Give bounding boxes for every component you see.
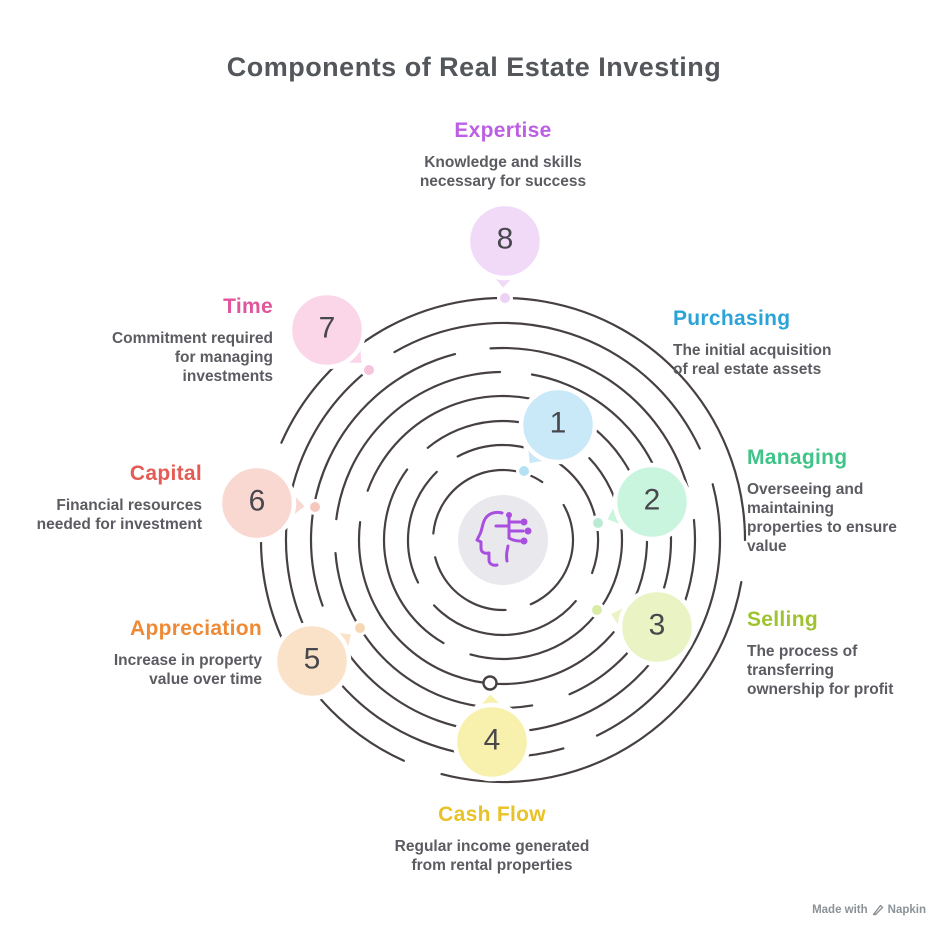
item-label-managing: Managing: [747, 446, 848, 469]
orbit-dot-8: [497, 290, 513, 306]
description-line: transferring: [747, 662, 834, 679]
item-label-expertise: Expertise: [454, 119, 552, 142]
watermark: Made with Napkin: [812, 904, 926, 916]
description-line: Overseeing and: [747, 481, 864, 498]
description-line: The process of: [747, 643, 858, 660]
bubble-8-expertise: [465, 201, 545, 294]
bubble-circle: [612, 462, 692, 542]
watermark-brand: Napkin: [887, 904, 926, 916]
center-circle: [454, 491, 552, 589]
item-block-appreciation: Appreciation Increase in property value …: [62, 617, 262, 689]
bubble-circle: [617, 587, 697, 667]
bubble-3-selling: [605, 587, 697, 667]
bubble-5-appreciation: [272, 621, 356, 701]
orbit-ring: [431, 468, 575, 612]
description-line: Regular income generated: [394, 838, 590, 855]
bubble-number-3: 3: [648, 608, 666, 642]
bubble-number-2: 2: [643, 483, 661, 517]
bubble-number-4: 4: [483, 723, 501, 757]
description-line: maintaining: [747, 500, 834, 517]
bubble-6-capital: [217, 463, 311, 543]
description-line: from rental properties: [411, 857, 573, 874]
item-label-time: Time: [223, 295, 273, 318]
watermark-text: Made with: [812, 904, 868, 916]
jaw-line: [505, 544, 510, 563]
orbit-ring: [406, 443, 600, 637]
description-line: for managing: [174, 349, 273, 366]
bubble-circle: [465, 201, 545, 281]
bubble-number-5: 5: [303, 642, 321, 676]
circuit-branch-low: [507, 536, 522, 543]
bubble-number-8: 8: [496, 222, 514, 256]
bubble-7-time: [287, 290, 367, 370]
bubble-circle: [287, 290, 367, 370]
description-line: value over time: [149, 671, 262, 688]
item-block-time: Time Commitment required for managing in…: [93, 295, 273, 386]
item-block-managing: Managing Overseeing and maintaining prop…: [747, 446, 912, 556]
item-description-managing: Overseeing and maintaining properties to…: [747, 480, 912, 556]
bubble-number-6: 6: [248, 484, 266, 518]
description-line: of real estate assets: [673, 361, 822, 378]
item-description-appreciation: Increase in property value over time: [62, 651, 262, 689]
item-label-capital: Capital: [129, 462, 202, 485]
item-block-cash-flow: Cash Flow Regular income generated from …: [372, 803, 612, 875]
item-description-cash-flow: Regular income generated from rental pro…: [372, 837, 612, 875]
item-label-selling: Selling: [747, 608, 818, 631]
orbit-dot-5: [352, 620, 368, 636]
description-line: properties to ensure: [747, 519, 897, 536]
bubble-circle: [217, 463, 297, 543]
item-block-selling: Selling The process of transferring owne…: [747, 608, 917, 699]
description-line: Knowledge and skills: [424, 154, 582, 171]
item-description-expertise: Knowledge and skills necessary for succe…: [383, 153, 623, 191]
head-outline: [475, 510, 504, 567]
circuit-nodes: [506, 512, 532, 545]
description-line: The initial acquisition: [673, 342, 832, 359]
description-line: value: [747, 538, 787, 555]
description-line: ownership for profit: [747, 681, 894, 698]
bubble-4-cash-flow: [452, 688, 532, 782]
napkin-icon: [872, 904, 883, 916]
orbit-dot-7: [361, 362, 377, 378]
bubble-circle: [518, 385, 598, 465]
item-label-purchasing: Purchasing: [673, 307, 791, 330]
bubble-circle: [272, 621, 352, 701]
item-label-appreciation: Appreciation: [130, 617, 262, 640]
bubble-circle: [452, 702, 532, 782]
orbit-dot-1: [516, 463, 532, 479]
description-line: Increase in property: [113, 652, 262, 669]
bubble-number-1: 1: [549, 406, 567, 440]
item-block-expertise: Expertise Knowledge and skills necessary…: [383, 119, 623, 191]
item-label-cash-flow: Cash Flow: [438, 803, 546, 826]
orbit-ring: [309, 346, 697, 734]
orbit-dot-2: [590, 515, 606, 531]
head-circuit-icon: [475, 510, 532, 567]
item-block-capital: Capital Financial resources needed for i…: [22, 462, 202, 534]
item-description-selling: The process of transferring ownership fo…: [747, 642, 917, 699]
bubble-1-purchasing: [518, 385, 598, 469]
orbit-dot-6: [307, 499, 323, 515]
item-description-capital: Financial resources needed for investmen…: [22, 496, 202, 534]
description-line: necessary for success: [419, 173, 587, 190]
description-line: Commitment required: [111, 330, 273, 347]
description-line: investments: [182, 368, 273, 385]
description-line: Financial resources: [56, 497, 202, 514]
description-line: needed for investment: [36, 516, 202, 533]
bubble-number-7: 7: [318, 311, 336, 345]
item-block-purchasing: Purchasing The initial acquisition of re…: [673, 307, 873, 379]
item-description-purchasing: The initial acquisition of real estate a…: [673, 341, 873, 379]
orbit-dot-3: [589, 602, 605, 618]
page-title: Components of Real Estate Investing: [226, 52, 722, 82]
orbit-dot-4: [482, 675, 498, 691]
item-description-time: Commitment required for managing investm…: [93, 329, 273, 386]
bubble-2-managing: [602, 462, 692, 542]
